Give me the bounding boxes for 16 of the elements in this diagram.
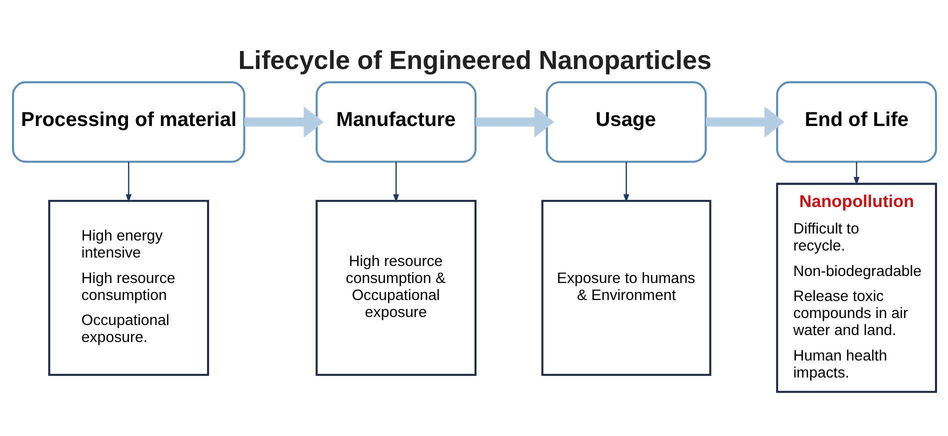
arrow bbox=[125, 161, 132, 202]
node-box: Manufacture bbox=[315, 80, 476, 162]
node-box: Nanopollution Difficult to recycle. Non-biodegradable Release toxic compounds in air water and land. Human health impacts. bbox=[776, 182, 936, 392]
arrow bbox=[853, 161, 860, 185]
arrow bbox=[392, 161, 399, 202]
node-box: Usage bbox=[545, 80, 706, 162]
arrow bbox=[475, 106, 554, 138]
node-box: End of Life bbox=[776, 80, 936, 162]
diagram-title: Lifecycle of Engineered Nanoparticles bbox=[238, 44, 712, 74]
arrow bbox=[622, 161, 629, 202]
node-box: Processing of material bbox=[12, 80, 245, 162]
arrow bbox=[244, 106, 324, 138]
node-box: High resource consumption & Occupational exposure bbox=[315, 199, 476, 376]
node-box: High energy intensive High resource consumption Occupational exposure. bbox=[48, 199, 209, 376]
arrow bbox=[705, 106, 784, 138]
node-box: Exposure to humans & Environment bbox=[540, 199, 711, 376]
